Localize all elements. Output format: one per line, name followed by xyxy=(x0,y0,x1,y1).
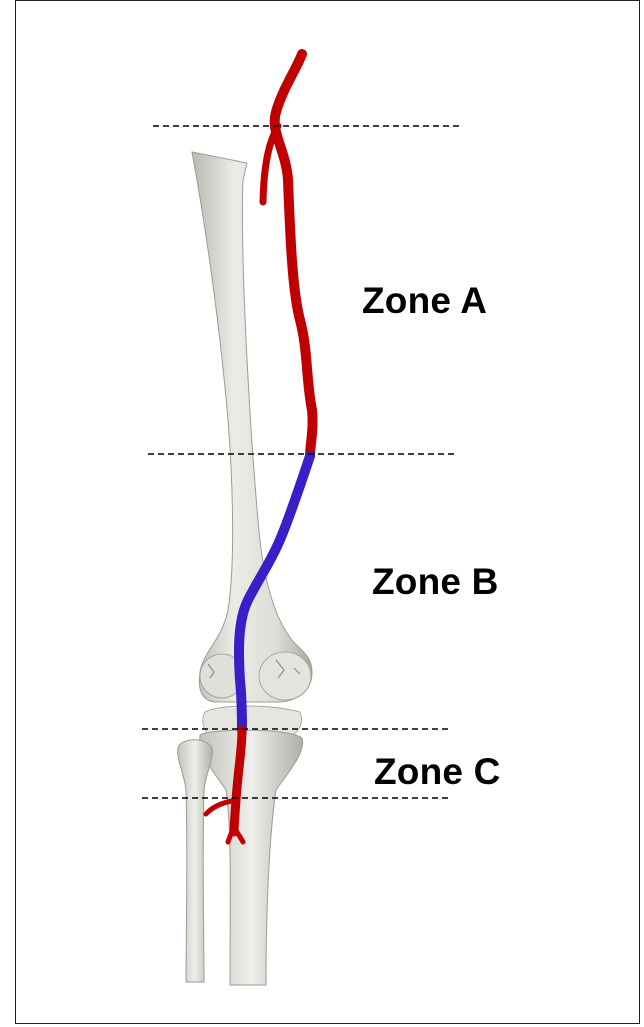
zone-b-label: Zone B xyxy=(372,561,499,603)
fibula-bone xyxy=(178,740,213,982)
artery-upper-red xyxy=(275,54,313,456)
zone-a-label: Zone A xyxy=(362,280,487,322)
zone-c-label: Zone C xyxy=(374,751,501,793)
artery-branch-top xyxy=(263,126,278,202)
tibia-bone xyxy=(200,730,303,985)
femur-condyle-right xyxy=(259,652,311,700)
